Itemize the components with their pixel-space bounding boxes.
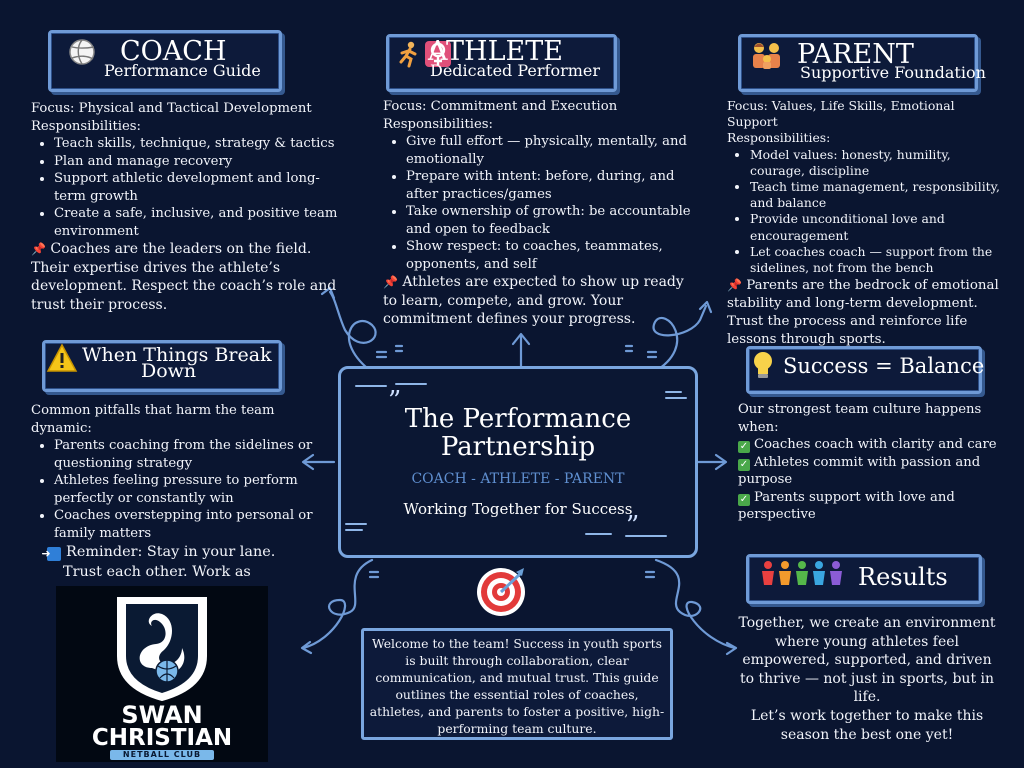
lightbulb-icon bbox=[752, 350, 774, 386]
list-item: Create a safe, inclusive, and positive t… bbox=[54, 205, 341, 240]
welcome-text: Welcome to the team! Success in youth sp… bbox=[369, 636, 665, 736]
balance-section: Our strongest team culture happens when:… bbox=[738, 401, 1000, 524]
athlete-note: Athletes are expected to show up ready t… bbox=[383, 274, 684, 327]
family-icon bbox=[750, 40, 784, 76]
list-item: Show respect: to coaches, teammates, opp… bbox=[406, 238, 693, 273]
quote-open-icon: ” bbox=[388, 386, 401, 416]
list-item: Teach time management, responsibility, a… bbox=[750, 179, 1005, 211]
list-item: Parents coaching from the sidelines or q… bbox=[54, 437, 316, 472]
coach-focus: Focus: Physical and Tactical Development bbox=[31, 101, 312, 116]
athlete-subtitle: Dedicated Performer bbox=[430, 61, 601, 80]
athlete-section: Focus: Commitment and Execution Responsi… bbox=[383, 98, 693, 329]
parent-note: Parents are the bedrock of emotional sta… bbox=[727, 278, 999, 348]
center-tagline: Working Together for Success bbox=[403, 500, 633, 518]
pushpin-icon: 📌 bbox=[31, 242, 46, 256]
list-item: Take ownership of growth: be accountable… bbox=[406, 203, 693, 238]
logo-line3: NETBALL CLUB bbox=[110, 750, 214, 760]
pushpin-icon: 📌 bbox=[383, 275, 398, 289]
list-item: Provide unconditional love and encourage… bbox=[750, 211, 1005, 243]
list-item: Prepare with intent: before, during, and… bbox=[406, 168, 693, 203]
checkmark-icon: ✓ bbox=[738, 458, 750, 471]
list-item: Coaches overstepping into personal or fa… bbox=[54, 507, 316, 542]
coach-title: COACH bbox=[120, 36, 227, 67]
parent-title: PARENT bbox=[797, 39, 914, 70]
logo-line2: CHRISTIAN bbox=[91, 725, 233, 751]
club-logo: SWAN CHRISTIAN NETBALL CLUB bbox=[56, 586, 268, 762]
break-intro: Common pitfalls that harm the team dynam… bbox=[31, 403, 275, 436]
parent-section: Focus: Values, Life Skills, Emotional Su… bbox=[727, 98, 1005, 349]
list-item: Let coaches coach — support from the sid… bbox=[750, 244, 1005, 276]
break-title-line2: Down bbox=[141, 360, 197, 382]
results-title: Results bbox=[858, 563, 948, 591]
checkmark-icon: ✓ bbox=[738, 493, 750, 506]
break-header bbox=[42, 340, 282, 392]
runner-icon bbox=[394, 40, 422, 74]
pushpin-icon: 📌 bbox=[727, 278, 742, 293]
coach-note: Coaches are the leaders on the field. Th… bbox=[31, 241, 337, 313]
list-item: Model values: honesty, humility, courage… bbox=[750, 147, 1005, 179]
balance-check: Athletes commit with passion and purpose bbox=[738, 454, 981, 488]
target-icon bbox=[474, 566, 528, 624]
athlete-header bbox=[386, 34, 617, 92]
center-roles: COACH - ATHLETE - PARENT bbox=[411, 471, 625, 487]
center-title-line2: Partnership bbox=[440, 432, 596, 462]
welcome-box: Welcome to the team! Success in youth sp… bbox=[361, 628, 673, 740]
coach-subtitle: Performance Guide bbox=[104, 61, 261, 80]
balance-header bbox=[746, 346, 982, 394]
coach-resp-label: Responsibilities: bbox=[31, 118, 141, 134]
results-paragraph: Together, we create an environment where… bbox=[738, 615, 996, 706]
balance-check: Parents support with love and perspectiv… bbox=[738, 489, 955, 523]
list-item: Plan and manage recovery bbox=[54, 153, 341, 171]
balance-title: Success = Balance bbox=[783, 354, 985, 378]
female-sign-icon bbox=[424, 40, 452, 74]
quote-close-icon: ” bbox=[626, 511, 639, 541]
break-title-line1: When Things Break bbox=[82, 344, 272, 366]
break-section: Common pitfalls that harm the team dynam… bbox=[31, 402, 316, 602]
coach-section: Focus: Physical and Tactical Development… bbox=[31, 100, 341, 314]
swan-crest-icon bbox=[117, 597, 207, 702]
athlete-focus: Focus: Commitment and Execution bbox=[383, 99, 618, 114]
checkmark-icon: ✓ bbox=[738, 441, 750, 453]
people-icon bbox=[760, 560, 850, 592]
parent-focus: Focus: Values, Life Skills, Emotional Su… bbox=[727, 98, 955, 130]
arrow-right-icon: ➜ bbox=[41, 547, 61, 561]
warning-icon bbox=[46, 343, 78, 379]
center-decoration: ” ” bbox=[345, 383, 687, 541]
parent-subtitle: Supportive Foundation bbox=[800, 63, 986, 82]
athlete-resp-label: Responsibilities: bbox=[383, 116, 493, 132]
results-text: Together, we create an environment where… bbox=[736, 614, 998, 744]
center-title-line1: The Performance bbox=[404, 404, 632, 434]
list-item: Athletes feeling pressure to perform per… bbox=[54, 472, 316, 507]
list-item: Teach skills, technique, strategy & tact… bbox=[54, 135, 341, 153]
athlete-title: ATHLETE bbox=[428, 36, 563, 67]
results-closing: Let’s work together to make this season … bbox=[750, 707, 984, 743]
list-item: Give full effort — physically, mentally,… bbox=[406, 133, 693, 168]
list-item: Support athletic development and long-te… bbox=[54, 170, 341, 205]
parent-resp-label: Responsibilities: bbox=[727, 130, 831, 146]
balance-intro: Our strongest team culture happens when: bbox=[738, 402, 982, 435]
volleyball-icon bbox=[68, 38, 96, 72]
logo-line1: SWAN bbox=[121, 701, 203, 729]
center-frame bbox=[338, 366, 698, 558]
balance-check: Coaches coach with clarity and care bbox=[754, 437, 997, 452]
